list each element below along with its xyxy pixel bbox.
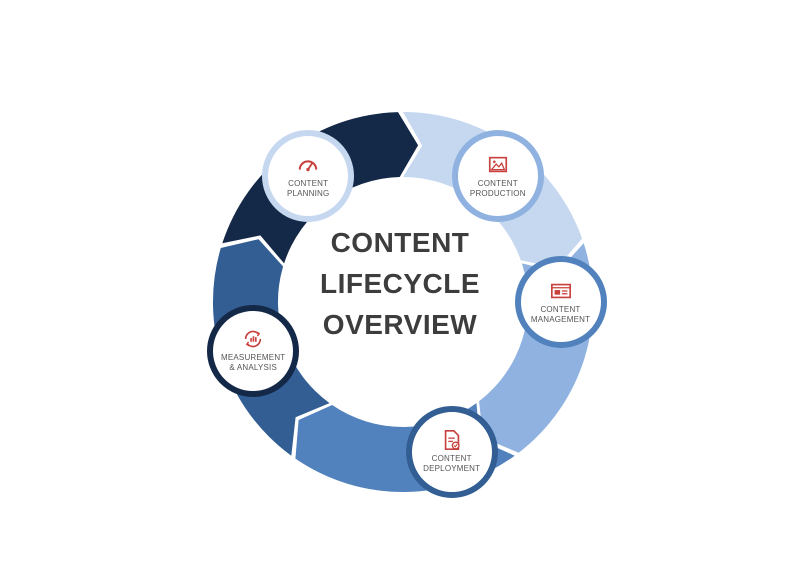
title-line-3: OVERVIEW: [322, 309, 478, 340]
stage-label-line-1: MEASUREMENT: [220, 353, 286, 363]
dashboard-icon: [550, 283, 571, 298]
stage-content-deployment: CONTENT DEPLOYMENT: [405, 405, 498, 498]
stage-content-planning: CONTENT PLANNING: [262, 130, 355, 223]
stage-label-line-2: PRODUCTION: [469, 188, 526, 198]
title-line-2: LIFECYCLE: [319, 268, 481, 299]
stage-label-line-1: CONTENT: [288, 178, 329, 188]
stage-label-line-1: CONTENT: [431, 454, 472, 464]
stage-label-line-2: DEPLOYMENT: [423, 464, 481, 474]
stage-content-management: CONTENT MANAGEMENT: [514, 256, 607, 348]
stage-label-line-2: MANAGEMENT: [530, 314, 591, 324]
diagram-title: CONTENT LIFECYCLE OVERVIEW: [300, 222, 500, 345]
stage-label-line-1: CONTENT: [540, 304, 581, 314]
image-frame-icon: [488, 156, 507, 172]
cycle-chart-icon: [245, 330, 262, 348]
document-check-icon: [444, 430, 460, 451]
stage-label-line-2: & ANALYSIS: [229, 363, 278, 373]
center-disc: [278, 177, 528, 427]
title-line-1: CONTENT: [330, 227, 470, 258]
stage-content-production: CONTENT PRODUCTION: [451, 130, 544, 223]
stage-measurement-analysis: MEASUREMENT & ANALYSIS: [207, 304, 300, 397]
gauge-icon: [298, 160, 318, 171]
stage-label-line-2: PLANNING: [286, 188, 330, 198]
stage-label-line-1: CONTENT: [477, 178, 518, 188]
